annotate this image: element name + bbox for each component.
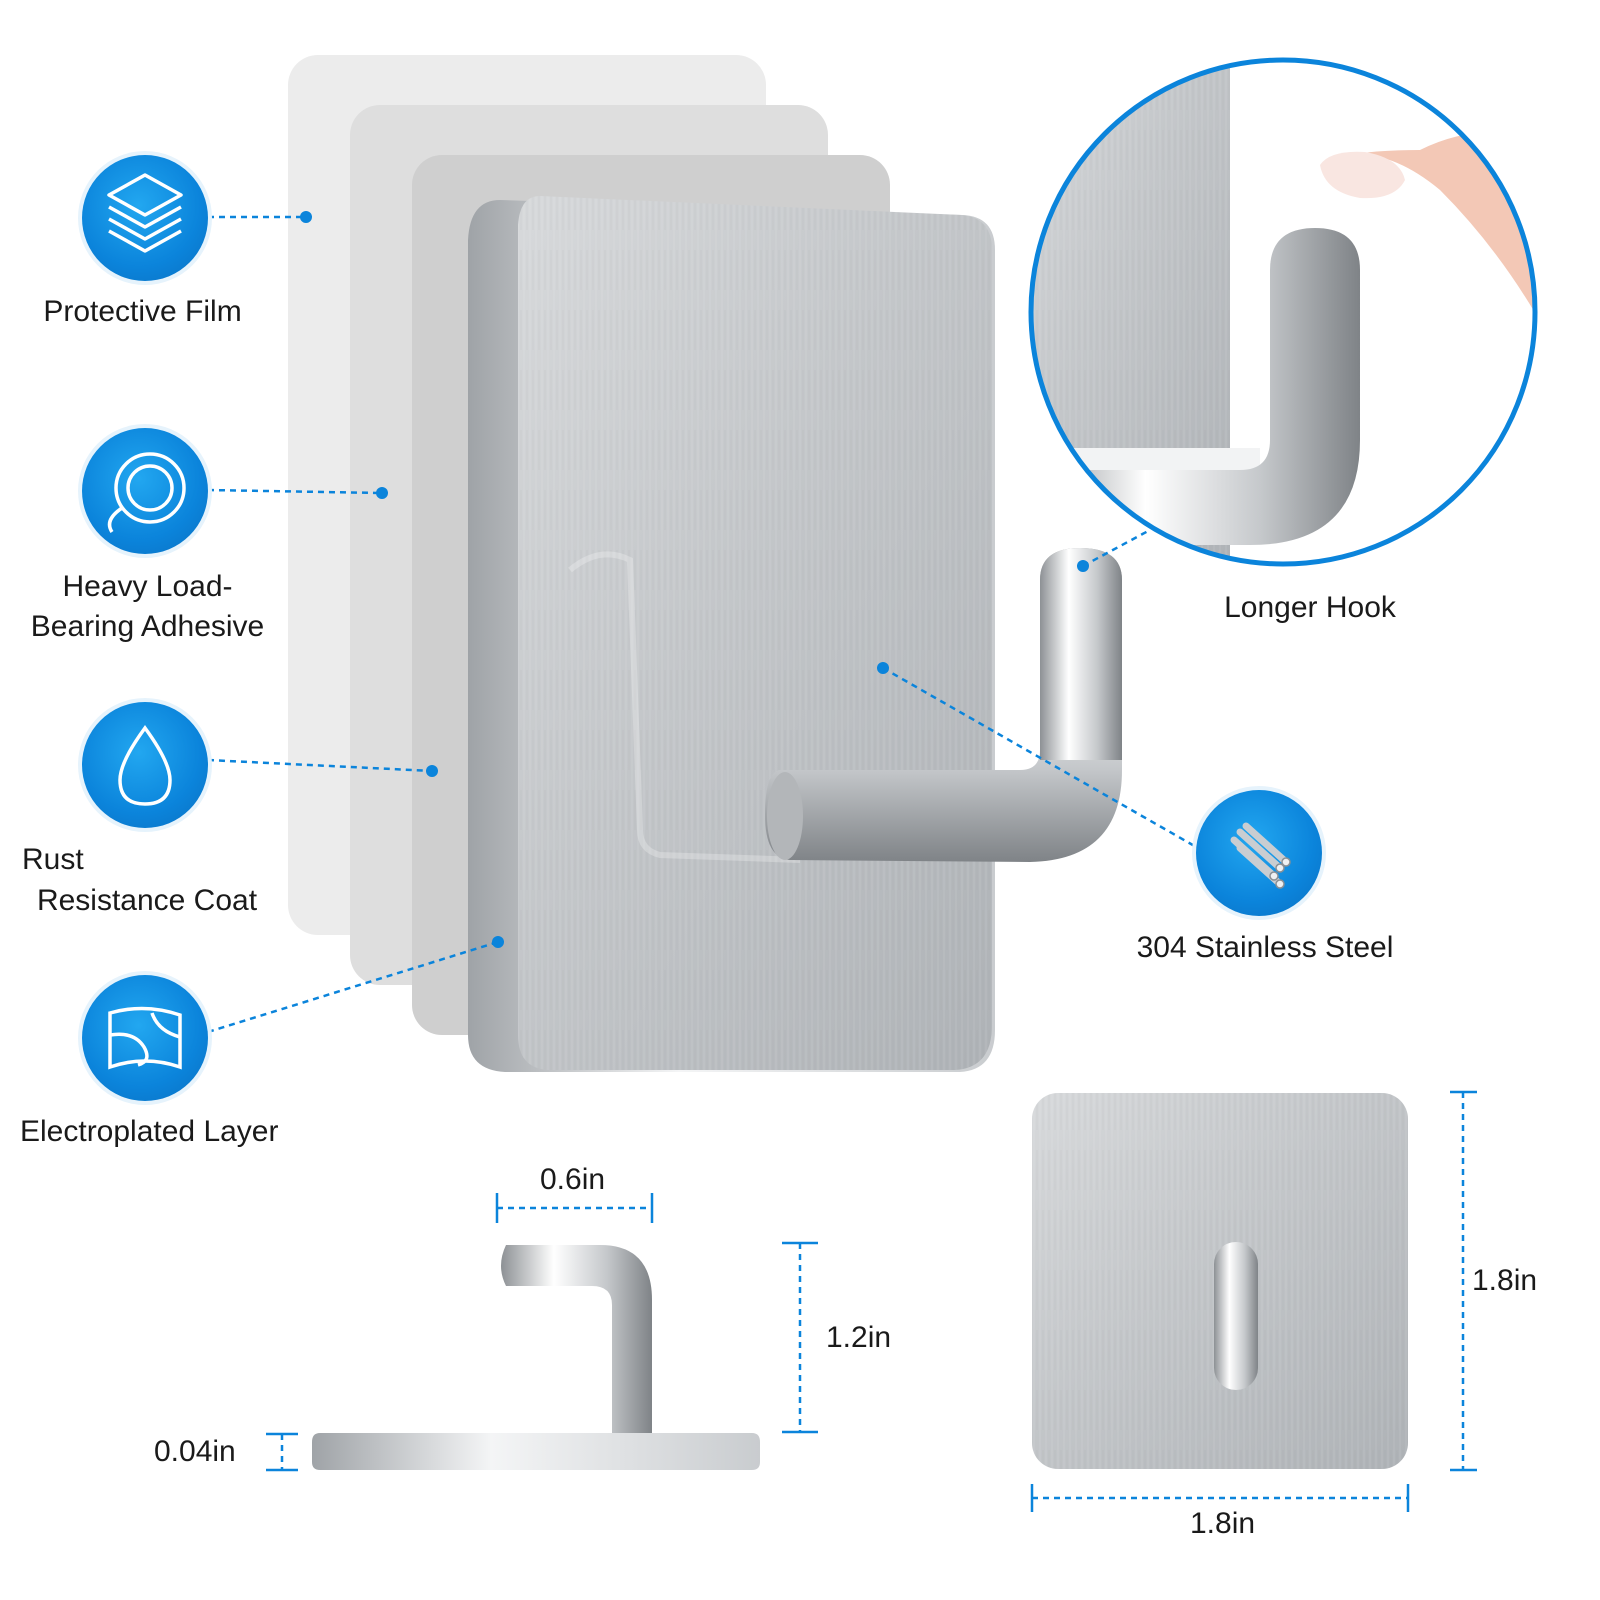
- adhesive-label-line2: Bearing Adhesive: [30, 610, 265, 643]
- water-drop-icon: [82, 702, 208, 828]
- electroplate-icon: [82, 975, 208, 1101]
- front-view-drawing: [1032, 1093, 1408, 1469]
- zoom-detail: [1028, 57, 1538, 567]
- protective-film-label: Protective Film: [43, 295, 242, 328]
- side-view-drawing: [312, 1245, 760, 1470]
- dimension-lines: [266, 1090, 1477, 1512]
- longer-hook-label: Longer Hook: [1224, 591, 1396, 624]
- leader-lines: [207, 215, 1199, 1034]
- rust-label-line1: Rust: [22, 843, 84, 876]
- layers-icon: [82, 155, 208, 281]
- base-thickness-label: 0.04in: [154, 1435, 236, 1468]
- electroplated-label: Electroplated Layer: [20, 1115, 279, 1148]
- steel-label: 304 Stainless Steel: [1136, 931, 1394, 964]
- rust-label-line2: Resistance Coat: [36, 884, 258, 917]
- hook: [765, 548, 1122, 862]
- hook-width-label: 0.6in: [540, 1163, 606, 1196]
- steel-rods-icon: [1196, 790, 1322, 916]
- leader-dots: [300, 211, 1089, 948]
- adhesive-label-line1: Heavy Load-: [62, 570, 233, 603]
- steel-plate: [468, 196, 995, 1072]
- plate-height-label: 1.8in: [1472, 1264, 1538, 1297]
- tape-roll-icon: [82, 428, 208, 554]
- hook-height-label: 1.2in: [826, 1321, 892, 1354]
- plate-width-label: 1.8in: [1190, 1507, 1256, 1540]
